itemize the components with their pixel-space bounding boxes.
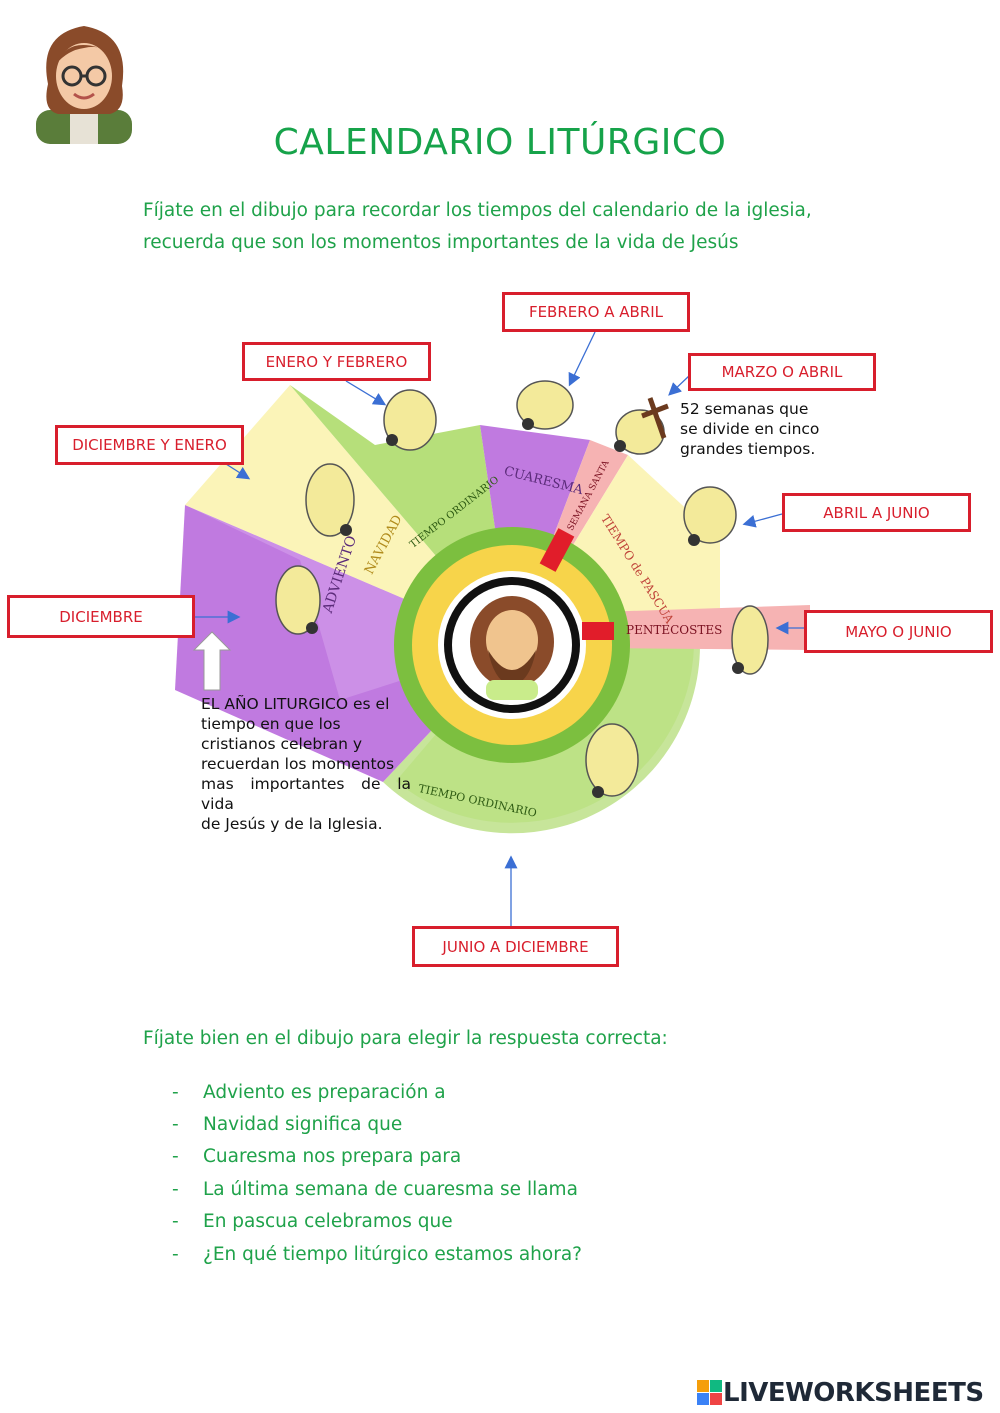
- question-text: Navidad significa que: [203, 1114, 403, 1136]
- instructions: Fíjate bien en el dibujo para elegir la …: [143, 1028, 668, 1049]
- page-title: CALENDARIO LITÚRGICO: [273, 122, 727, 163]
- note-weeks: 52 semanas que se divide en cinco grande…: [680, 399, 820, 459]
- question-text: ¿En qué tiempo litúrgico estamos ahora?: [203, 1243, 582, 1265]
- question-item: - La última semana de cuaresma se llama: [172, 1173, 582, 1205]
- question-item: - Adviento es preparación a: [172, 1076, 582, 1108]
- question-list: - Adviento es preparación a - Navidad sign…: [172, 1076, 582, 1270]
- note-year-line: tiempo en que los: [201, 715, 341, 733]
- logo-blocks-icon: [697, 1380, 722, 1405]
- note-weeks-line: grandes tiempos.: [680, 440, 816, 458]
- question-item: - En pascua celebramos que: [172, 1206, 582, 1238]
- note-weeks-line: 52 semanas que: [680, 400, 809, 418]
- label-abril-junio: ABRIL A JUNIO: [782, 493, 971, 532]
- avatar: [30, 14, 138, 144]
- label-diciembre-enero: DICIEMBRE Y ENERO: [55, 425, 244, 465]
- intro-line-2: recuerda que son los momentos importante…: [143, 232, 739, 253]
- question-text: Adviento es preparación a: [203, 1081, 446, 1103]
- bullet-dash: -: [172, 1178, 179, 1200]
- note-weeks-line: se divide en cinco: [680, 420, 820, 438]
- bullet-dash: -: [172, 1081, 179, 1103]
- brand-text: LIVEWORKSHEETS: [723, 1378, 984, 1408]
- intro-line-1: Fíjate en el dibujo para recordar los ti…: [143, 200, 812, 221]
- question-text: Cuaresma nos prepara para: [203, 1146, 462, 1168]
- wheel-label-pentecostes: PENTECOSTES: [626, 623, 723, 637]
- note-year-line: mas importantes de la vida: [201, 775, 411, 813]
- liveworksheets-logo: LIVEWORKSHEETS: [697, 1378, 984, 1408]
- note-year-line: de Jesús y de la Iglesia.: [201, 815, 383, 833]
- question-item: - ¿En qué tiempo litúrgico estamos ahora?: [172, 1238, 582, 1270]
- note-year-line: recuerdan los momentos: [201, 755, 395, 773]
- label-enero-febrero: ENERO Y FEBRERO: [242, 342, 431, 381]
- bullet-dash: -: [172, 1211, 179, 1233]
- label-junio-diciembre: JUNIO A DICIEMBRE: [412, 926, 619, 967]
- question-item: - Cuaresma nos prepara para: [172, 1141, 582, 1173]
- label-febrero-abril: FEBRERO A ABRIL: [502, 292, 690, 332]
- note-year-line: cristianos celebran y: [201, 735, 363, 753]
- bullet-dash: -: [172, 1114, 179, 1136]
- question-text: La última semana de cuaresma se llama: [203, 1178, 578, 1200]
- label-marzo-abril: MARZO O ABRIL: [688, 353, 876, 391]
- bullet-dash: -: [172, 1146, 179, 1168]
- question-item: - Navidad significa que: [172, 1108, 582, 1140]
- label-mayo-junio: MAYO O JUNIO: [804, 610, 993, 653]
- note-year-line: EL AÑO LITURGICO es el: [201, 695, 390, 713]
- note-liturgical-year: EL AÑO LITURGICO es el tiempo en que los…: [201, 694, 411, 834]
- label-diciembre: DICIEMBRE: [7, 595, 195, 638]
- bullet-dash: -: [172, 1243, 179, 1265]
- question-text: En pascua celebramos que: [203, 1211, 453, 1233]
